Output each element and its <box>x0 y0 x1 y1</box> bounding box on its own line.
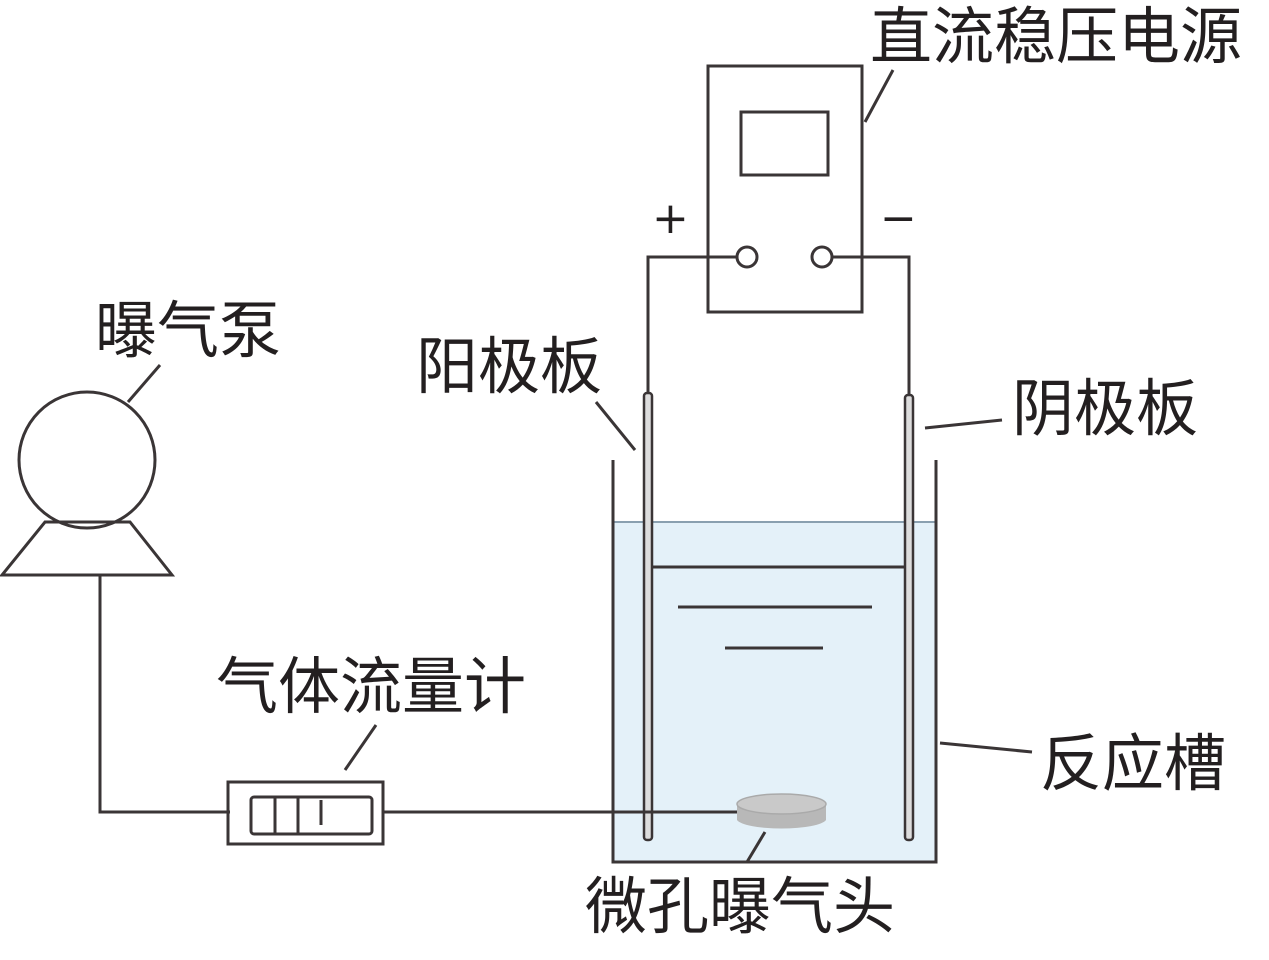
leader-line <box>924 418 1003 430</box>
leader-line <box>343 724 378 771</box>
dc-power-supply <box>706 64 864 314</box>
label-diffuser: 微孔曝气头 <box>585 870 895 943</box>
air-pipe <box>98 575 230 814</box>
microporous-diffuser <box>736 793 827 829</box>
label-cathode: 阴极板 <box>1012 372 1198 445</box>
label-pump: 曝气泵 <box>95 294 281 367</box>
leader-line <box>939 741 1033 754</box>
cathode-plate <box>903 393 915 842</box>
leader-line <box>863 69 895 123</box>
plus-sign: + <box>652 193 689 244</box>
leader-line <box>594 401 637 451</box>
label-reactor: 反应槽 <box>1040 727 1226 800</box>
display-screen <box>739 110 830 177</box>
gas-flowmeter <box>226 780 385 846</box>
negative-terminal <box>810 245 834 269</box>
aeration-pump <box>0 390 176 577</box>
label-power-supply: 直流稳压电源 <box>870 0 1242 73</box>
leader-line <box>745 831 767 863</box>
tank-walls <box>611 460 938 864</box>
label-flowmeter: 气体流量计 <box>216 650 526 723</box>
negative-wire <box>832 255 911 395</box>
positive-wire <box>646 255 737 393</box>
anode-plate <box>642 391 654 842</box>
minus-sign: − <box>880 193 917 244</box>
positive-terminal <box>735 245 759 269</box>
label-anode: 阳极板 <box>416 330 602 403</box>
leader-line <box>126 364 162 403</box>
